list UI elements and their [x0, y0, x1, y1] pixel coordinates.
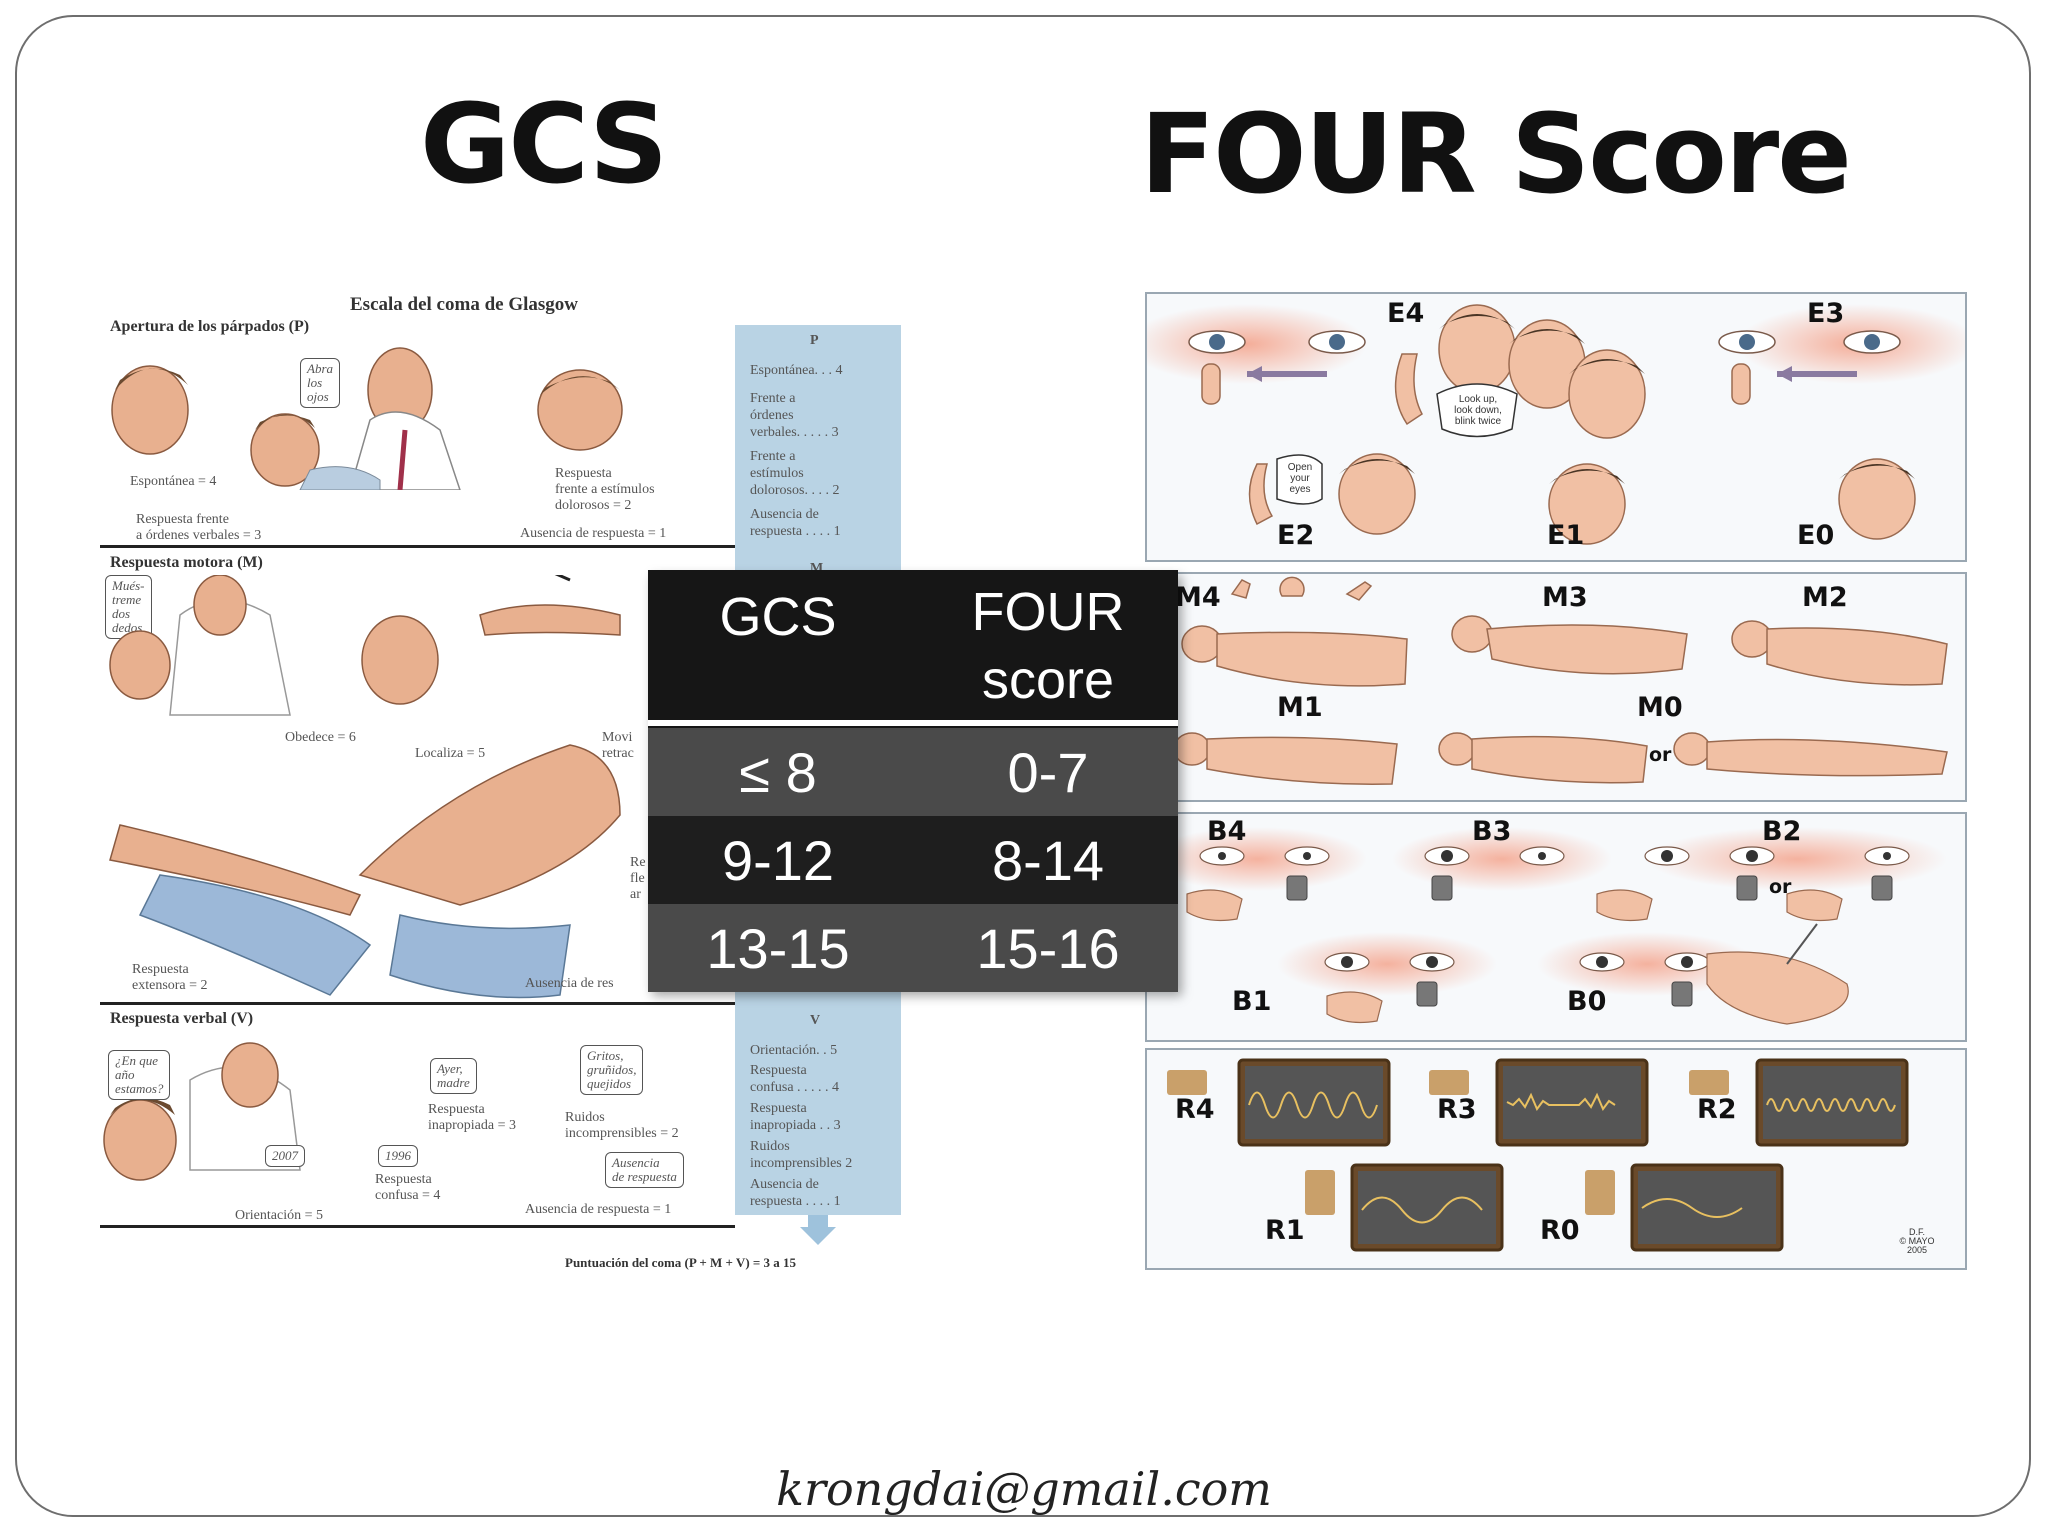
speech-bubble: Mués- treme dos dedos — [105, 575, 152, 639]
figure-title: Escala del coma de Glasgow — [350, 294, 578, 315]
header-gcs: GCS — [719, 587, 837, 647]
speech-bubble: Gritos, gruñidos, quejidos — [580, 1045, 644, 1095]
title-four-score: FOUR Score — [1140, 90, 1852, 218]
label-b2: B2 — [1762, 816, 1802, 847]
footer-email: krongdai@gmail.com — [776, 1462, 1272, 1516]
section-heading-motor: Respuesta motora (M) — [110, 554, 263, 571]
speech-bubble: 2007 — [265, 1145, 305, 1167]
total-score: Puntuación del coma (P + M + V) = 3 a 15 — [565, 1255, 797, 1270]
caption: Ausencia de res — [525, 976, 614, 991]
patient-illustration — [103, 1042, 301, 1181]
label-e0: E0 — [1797, 520, 1835, 551]
side-item: Respuesta inapropiada . . 3 — [750, 1101, 841, 1133]
four-eye-panel: Look up, look down, blink twice Open you… — [1145, 292, 1967, 562]
comparison-table: GCS FOUR score ≤ 8 0-7 9-12 8-14 13-15 1… — [648, 570, 1178, 992]
label-r0: R0 — [1540, 1215, 1580, 1246]
section-divider — [100, 545, 735, 548]
side-item: Espontánea. . . 4 — [750, 363, 843, 378]
four-respiration-panel: R4 R3 R2 R1 R0 D.F. © MAYO 2005 — [1145, 1048, 1967, 1270]
caption: Orientación = 5 — [235, 1208, 323, 1223]
arrow-down-icon — [800, 1215, 836, 1245]
label-b3: B3 — [1472, 816, 1512, 847]
caption: Respuesta frente a estímulos dolorosos =… — [555, 466, 655, 513]
label-r3: R3 — [1437, 1094, 1477, 1125]
speech-bubble: 1996 — [378, 1145, 418, 1167]
four-motor-panel: M4 M3 M2 M1 M0 or — [1145, 572, 1967, 802]
table-row: ≤ 8 0-7 — [648, 728, 1178, 816]
label-e2: E2 — [1277, 520, 1315, 551]
side-item: Frente a órdenes verbales. . . . . 3 — [750, 391, 839, 440]
caption: Respuesta confusa = 4 — [375, 1172, 441, 1203]
label-b4: B4 — [1207, 816, 1247, 847]
section-heading-eyes: Apertura de los párpados (P) — [110, 318, 310, 335]
speech-bubble: Ausencia de respuesta — [605, 1152, 684, 1188]
title-gcs: GCS — [420, 80, 668, 208]
side-item: Orientación. . 5 — [750, 1043, 838, 1058]
side-letter-v: V — [810, 1013, 821, 1028]
caption: Respuesta extensora = 2 — [132, 962, 208, 993]
speech-bubble: Abra los ojos — [300, 358, 340, 408]
label-m2: M2 — [1802, 582, 1848, 613]
cell-gcs: 13-15 — [706, 917, 850, 980]
header-separator — [648, 720, 1178, 726]
label-b0: B0 — [1567, 986, 1607, 1017]
label-r2: R2 — [1697, 1094, 1737, 1125]
caption: Localiza = 5 — [415, 746, 486, 761]
copyright-credit: D.F. © MAYO 2005 — [1899, 1227, 1935, 1255]
caption: Espontánea = 4 — [130, 474, 217, 489]
eye-illustration — [1147, 304, 1965, 545]
side-item: Ruidos incomprensibles 2 — [750, 1139, 853, 1171]
caption: Movi retrac — [602, 730, 634, 761]
cell-gcs: 9-12 — [721, 829, 835, 892]
speech-bubble: ¿En que año estamos? — [108, 1050, 171, 1100]
cell-four: 8-14 — [991, 829, 1105, 892]
section-divider — [100, 1225, 735, 1228]
caption: Re fle ar — [630, 855, 646, 902]
label-e3: E3 — [1807, 298, 1845, 329]
cell-gcs: ≤ 8 — [739, 741, 817, 804]
caption: Respuesta frente a órdenes verbales = 3 — [136, 512, 262, 543]
label-r4: R4 — [1175, 1094, 1215, 1125]
patient-illustration — [109, 575, 621, 999]
four-brainstem-panel: B4 B3 B2 or B1 B0 — [1145, 812, 1967, 1042]
side-item: Ausencia de respuesta . . . . 1 — [750, 507, 841, 539]
label-m1: M1 — [1277, 692, 1323, 723]
header-four-score: FOUR score — [971, 582, 1125, 710]
section-divider — [100, 1002, 735, 1005]
side-item: Frente a estímulos dolorosos. . . . 2 — [750, 449, 840, 498]
speech-bubble: Open your eyes — [1287, 462, 1313, 495]
brainstem-illustration — [1147, 827, 1947, 1025]
slide-frame — [15, 15, 2031, 1517]
caption: Ruidos incomprensibles = 2 — [565, 1110, 679, 1141]
caption: Obedece = 6 — [285, 730, 356, 745]
label-m4: M4 — [1175, 582, 1221, 613]
cell-four: 0-7 — [1007, 741, 1089, 804]
label-m3: M3 — [1542, 582, 1588, 613]
table-row: 13-15 15-16 — [648, 904, 1178, 992]
caption: Ausencia de respuesta = 1 — [520, 526, 667, 541]
side-item: Ausencia de respuesta . . . . 1 — [750, 1177, 841, 1209]
speech-bubble: Look up, look down, blink twice — [1454, 394, 1502, 427]
caption: Ausencia de respuesta = 1 — [525, 1202, 672, 1217]
label-m0: M0 — [1637, 692, 1683, 723]
label-r1: R1 — [1265, 1215, 1305, 1246]
speech-bubble: Ayer, madre — [430, 1058, 477, 1094]
label-or: or — [1769, 876, 1792, 898]
label-e4: E4 — [1387, 298, 1425, 329]
side-letter-p: P — [810, 333, 819, 348]
label-b1: B1 — [1232, 986, 1272, 1017]
patient-illustration — [111, 347, 623, 490]
caption: Respuesta inapropiada = 3 — [428, 1102, 516, 1133]
cell-four: 15-16 — [976, 917, 1120, 980]
table-row: 9-12 8-14 — [648, 816, 1178, 904]
side-item: Respuesta confusa . . . . . 4 — [750, 1063, 840, 1095]
label-e1: E1 — [1547, 520, 1585, 551]
label-or: or — [1649, 744, 1672, 766]
respiration-illustration — [1167, 1058, 1909, 1252]
section-heading-verbal: Respuesta verbal (V) — [110, 1010, 254, 1027]
motor-illustration — [1173, 576, 1948, 785]
